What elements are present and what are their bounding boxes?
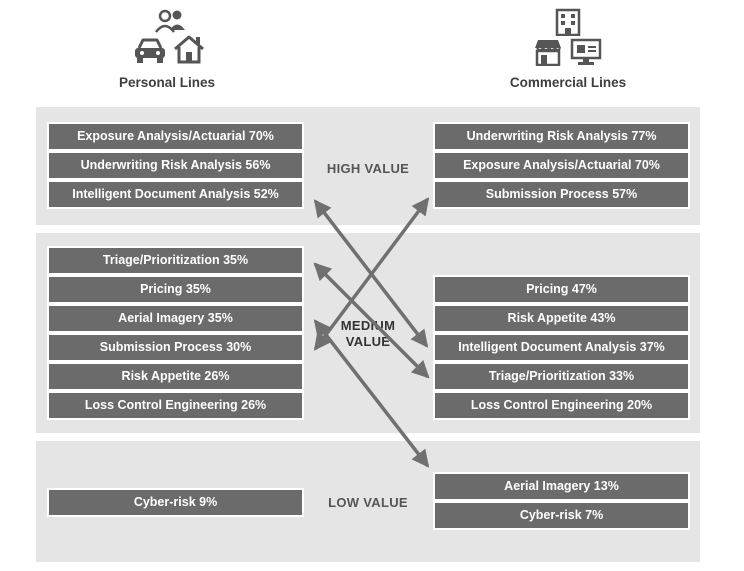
commercial-low-item: Aerial Imagery 13% (435, 474, 688, 499)
personal-high-item: Intelligent Document Analysis 52% (49, 182, 302, 207)
personal-low-item: Cyber-risk 9% (49, 490, 302, 515)
arrow-triage-prioritization (313, 262, 430, 379)
commercial-medium-item: Triage/Prioritization 33% (435, 364, 688, 389)
personal-medium-item: Loss Control Engineering 26% (49, 393, 302, 418)
arrow-aerial-imagery (313, 319, 430, 468)
office-building-icon (555, 8, 581, 36)
low-value-label: LOW VALUE (328, 495, 408, 510)
personal-lines-header: Personal Lines (118, 75, 216, 90)
commercial-low-item: Cyber-risk 7% (435, 503, 688, 528)
commercial-lines-header: Commercial Lines (509, 75, 627, 90)
personal-medium-item: Submission Process 30% (49, 335, 302, 360)
personal-high-item: Underwriting Risk Analysis 56% (49, 153, 302, 178)
personal-medium-item: Aerial Imagery 35% (49, 306, 302, 331)
commercial-high-item: Submission Process 57% (435, 182, 688, 207)
personal-medium-item: Pricing 35% (49, 277, 302, 302)
computer-icon (570, 38, 602, 65)
storefront-icon (535, 40, 561, 66)
personal-medium-item: Risk Appetite 26% (49, 364, 302, 389)
personal-medium-item: Triage/Prioritization 35% (49, 248, 302, 273)
personal-high-item: Exposure Analysis/Actuarial 70% (49, 124, 302, 149)
commercial-medium-item: Loss Control Engineering 20% (435, 393, 688, 418)
commercial-high-item: Underwriting Risk Analysis 77% (435, 124, 688, 149)
commercial-medium-item: Intelligent Document Analysis 37% (435, 335, 688, 360)
commercial-medium-item: Pricing 47% (435, 277, 688, 302)
car-icon (135, 38, 165, 63)
commercial-high-item: Exposure Analysis/Actuarial 70% (435, 153, 688, 178)
house-icon (174, 35, 204, 64)
commercial-medium-item: Risk Appetite 43% (435, 306, 688, 331)
high-value-label: HIGH VALUE (326, 161, 410, 176)
people-icon (155, 9, 185, 33)
